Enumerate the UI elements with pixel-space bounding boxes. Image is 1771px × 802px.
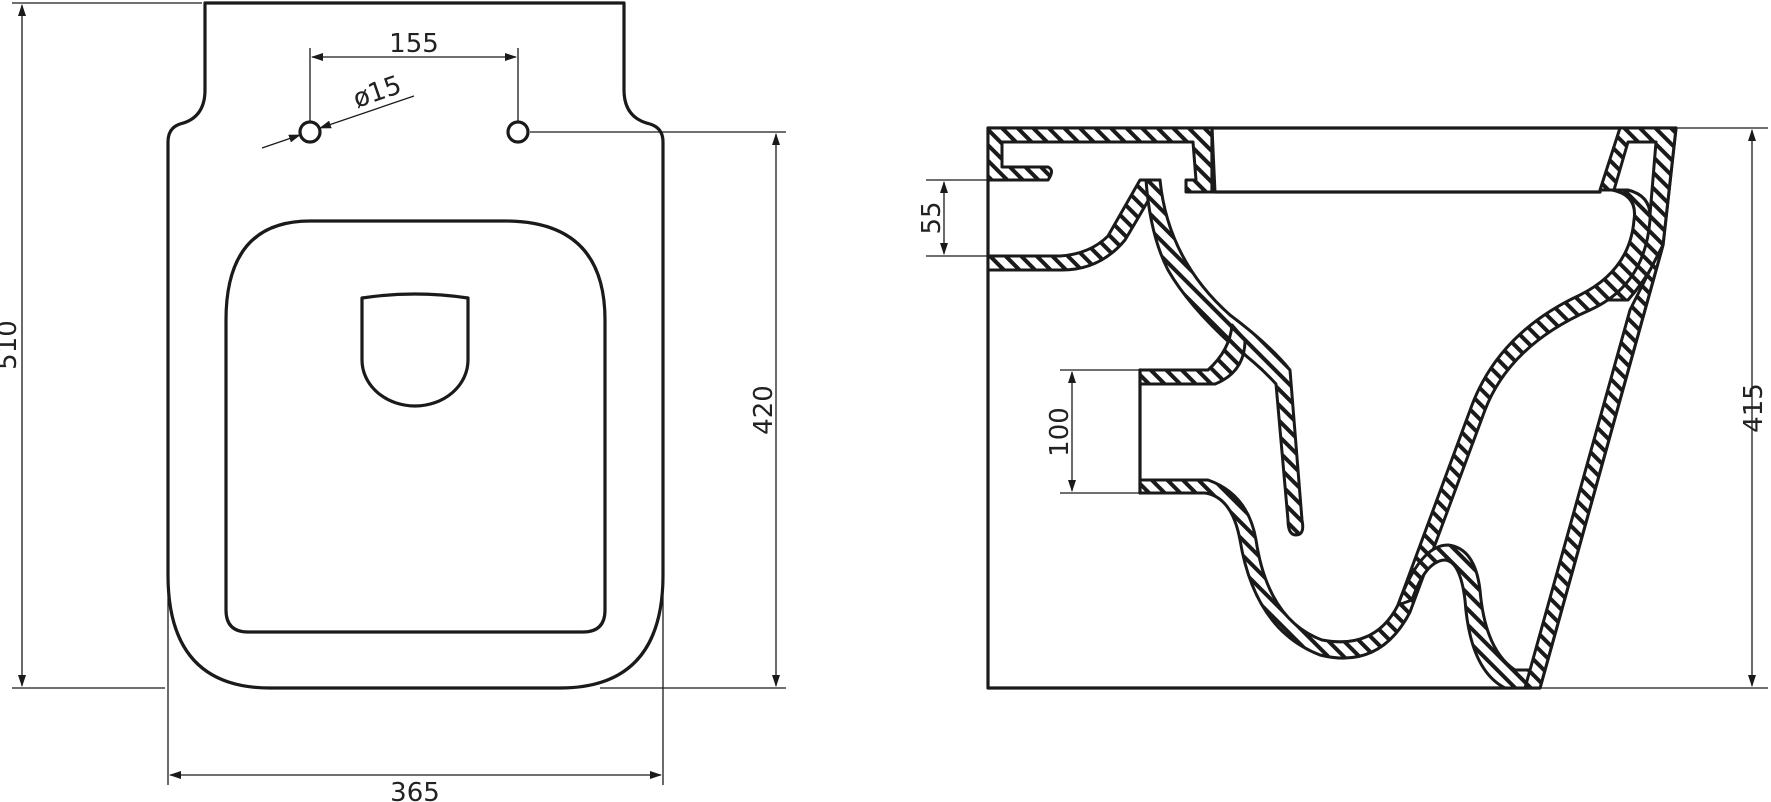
- overall-height-label: 415: [1739, 383, 1769, 433]
- trap-bend: [1396, 543, 1542, 690]
- overall-length-label: 510: [0, 320, 23, 370]
- outlet-height-label: 100: [1045, 407, 1075, 457]
- section-outline: [986, 126, 1678, 690]
- drain-outline: [360, 292, 470, 408]
- inlet-wall: [986, 178, 1162, 272]
- hole-spacing-label: 155: [389, 29, 439, 59]
- hole-diameter-leader: [261, 134, 301, 149]
- seat-length-label: 420: [749, 385, 779, 435]
- hole-diameter-label: ø15: [349, 70, 405, 114]
- bowl-outline: [166, 1, 665, 690]
- fixing-hole-left: [298, 120, 322, 144]
- rim-wall: [986, 126, 1217, 194]
- lower-bowl-wall: [1138, 188, 1652, 660]
- top-view: 155 ø15 510 420 365: [0, 1, 786, 802]
- inlet-height-label: 55: [917, 201, 947, 234]
- seat-opening: [224, 219, 607, 634]
- width-label: 365: [390, 778, 440, 802]
- side-section: 55 100 415: [917, 126, 1769, 690]
- fixing-hole-right: [506, 120, 530, 144]
- outer-right-wall: [1523, 243, 1665, 690]
- bowl-wall: [1144, 178, 1305, 537]
- outlet-upper-wall: [1138, 323, 1247, 386]
